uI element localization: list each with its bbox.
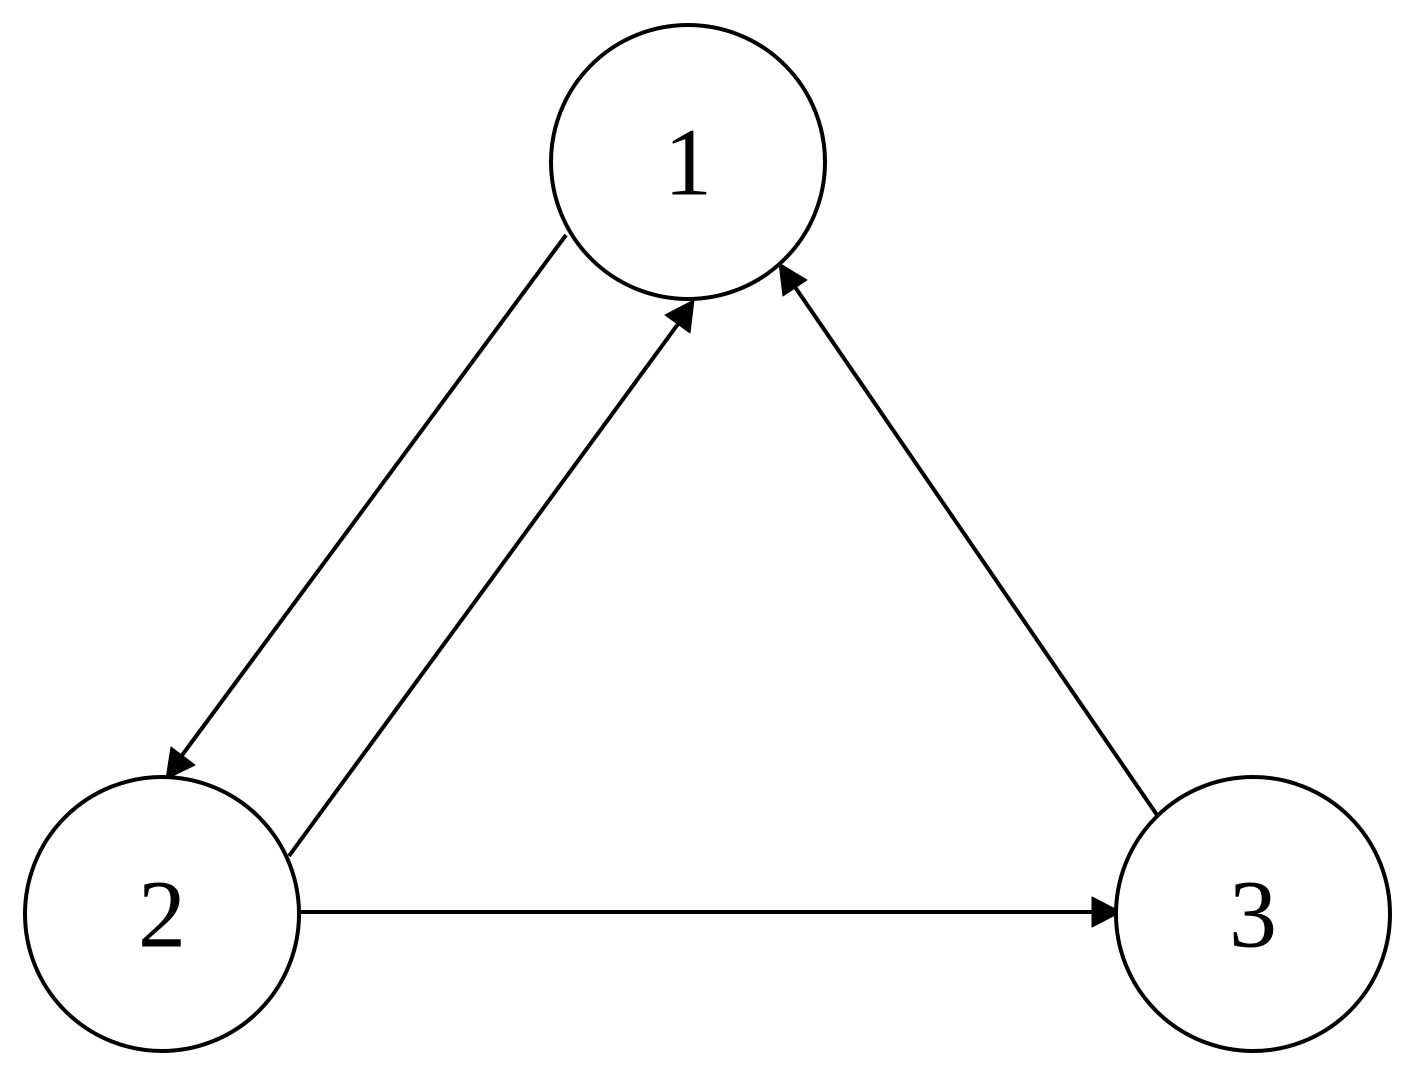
- node-1-label: 1: [664, 109, 712, 216]
- node-2: 2: [23, 775, 301, 1053]
- node-1-circle: [549, 23, 827, 301]
- node-2-label: 2: [138, 861, 186, 968]
- node-3: 3: [1114, 775, 1392, 1053]
- node-1: 1: [549, 23, 827, 301]
- arrowhead-2-to-1: [664, 299, 695, 334]
- edges: [165, 233, 1159, 928]
- nodes: 1 2 3: [23, 23, 1392, 1053]
- node-2-circle: [23, 775, 301, 1053]
- edge-2-to-1: [287, 299, 695, 858]
- arrowhead-1-to-2: [165, 746, 196, 780]
- edge-2-to-3: [299, 896, 1122, 928]
- edge-1-to-2: [165, 233, 568, 780]
- node-3-circle: [1114, 775, 1392, 1053]
- node-3-label: 3: [1229, 861, 1277, 968]
- arrowhead-2-to-3: [1091, 896, 1122, 928]
- edge-3-to-1: [778, 262, 1159, 817]
- arrowhead-3-to-1: [778, 262, 808, 297]
